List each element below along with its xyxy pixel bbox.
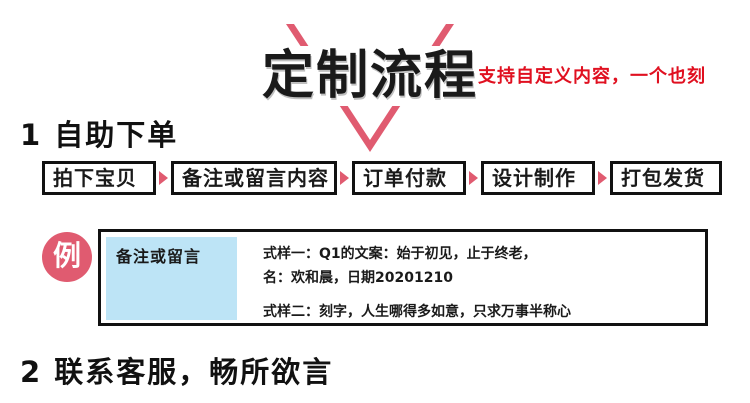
example-line-1: 式样一：Q1的文案：始于初见，止于终老， [263, 246, 537, 262]
step-ship: 打包发货 [610, 161, 722, 195]
example-line-2: 名：欢和晨，日期20201210 [263, 270, 453, 286]
step-design: 设计制作 [481, 161, 595, 195]
step-place-order: 拍下宝贝 [42, 161, 156, 195]
section-heading-self-order: 1 自助下单 [20, 118, 179, 152]
example-label: 备注或留言 [106, 237, 237, 320]
section-heading-contact-service: 2 联系客服，畅所欲言 [20, 355, 334, 389]
arrow-right-icon [159, 171, 168, 185]
title-block: 定制流程 [258, 24, 482, 152]
subtitle-note: 支持自定义内容，一个也刻 [478, 66, 706, 87]
step-add-note: 备注或留言内容 [171, 161, 337, 195]
process-steps: 拍下宝贝 备注或留言内容 订单付款 设计制作 打包发货 [42, 161, 722, 195]
example-content: 式样一：Q1的文案：始于初见，止于终老， 名：欢和晨，日期20201210 式样… [263, 242, 571, 324]
arrow-right-icon [340, 171, 349, 185]
arrow-right-icon [598, 171, 607, 185]
step-payment: 订单付款 [352, 161, 466, 195]
arrow-right-icon [469, 171, 478, 185]
example-line-3: 式样二：刻字，人生哪得多如意，只求万事半称心 [263, 304, 571, 320]
example-box: 备注或留言 式样一：Q1的文案：始于初见，止于终老， 名：欢和晨，日期20201… [98, 229, 708, 326]
example-badge: 例 [42, 232, 92, 282]
page-title: 定制流程 [258, 46, 482, 106]
